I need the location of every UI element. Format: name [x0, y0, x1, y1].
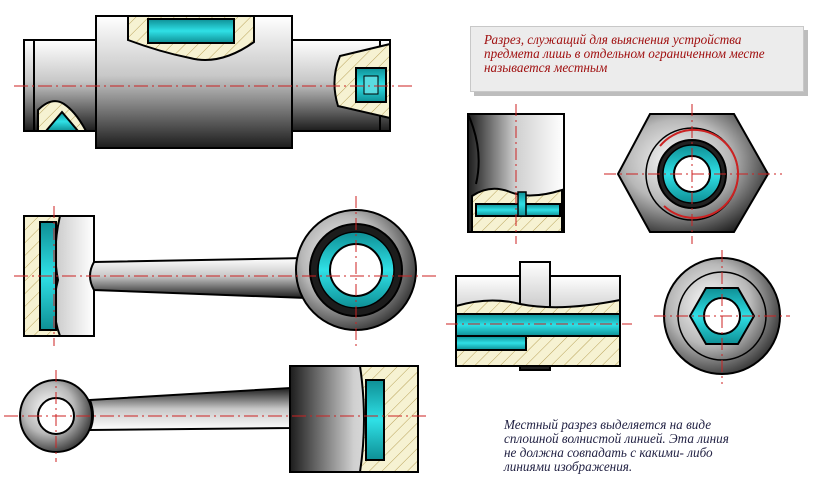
- caption-line: предмета лишь в отдельном ограниченном м…: [484, 46, 765, 61]
- note-line: линиями изображения.: [504, 459, 633, 474]
- caption-line: называется местным: [484, 60, 608, 75]
- shaft-part: [14, 15, 412, 149]
- note-line: сплошной волнистой линией. Эта линия: [504, 431, 729, 446]
- round-nut-view: [654, 250, 790, 384]
- connecting-rod-view: [14, 196, 440, 346]
- note-line: не должна совпадать с какими- либо: [504, 445, 713, 460]
- caption-line: Разрез, служащий для выяснения устройств…: [484, 32, 742, 47]
- stepped-fitting-part: [446, 261, 632, 371]
- connecting-rod-bottom-view: [4, 365, 430, 473]
- note-paragraph: Местный разрез выделяется на виде сплошн…: [504, 418, 804, 474]
- sleeve-part-section: [467, 104, 565, 244]
- definition-caption: Разрез, служащий для выяснения устройств…: [484, 33, 794, 75]
- note-line: Местный разрез выделяется на виде: [504, 417, 712, 432]
- definition-caption-box: [470, 26, 804, 92]
- hex-nut-view: [604, 104, 782, 244]
